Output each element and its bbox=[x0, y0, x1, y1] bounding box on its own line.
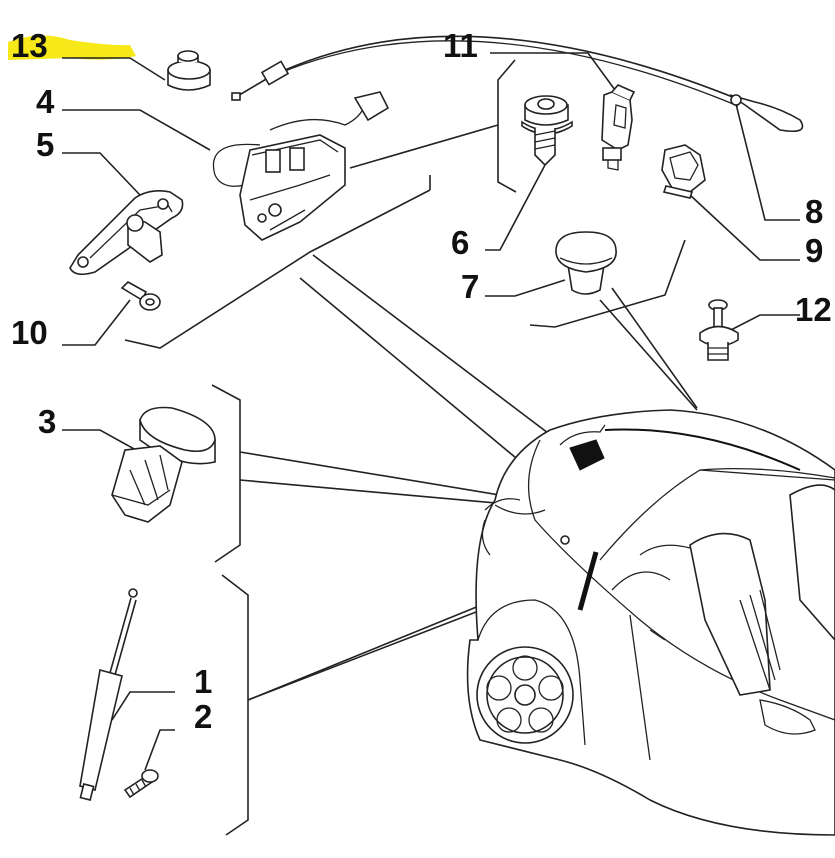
part-9-clip bbox=[661, 144, 706, 199]
label-5: 5 bbox=[36, 126, 55, 163]
label-6: 6 bbox=[451, 224, 470, 261]
label-13: 13 bbox=[11, 27, 48, 64]
leader-lines bbox=[62, 52, 800, 836]
part-2-bolt bbox=[123, 769, 159, 799]
part-11-clip bbox=[601, 84, 636, 171]
label-1: 1 bbox=[194, 663, 213, 700]
part-7-plug bbox=[555, 231, 617, 295]
part-10-screw bbox=[120, 281, 161, 311]
part-3-bumper bbox=[111, 406, 216, 523]
label-8: 8 bbox=[805, 193, 824, 230]
part-8-cable bbox=[231, 35, 804, 133]
label-7: 7 bbox=[461, 268, 480, 305]
part-4-lock bbox=[212, 91, 390, 241]
label-2: 2 bbox=[194, 698, 213, 735]
part-13-buffer bbox=[167, 50, 211, 91]
label-10: 10 bbox=[11, 314, 48, 351]
label-13-highlight bbox=[8, 35, 136, 60]
car-illustration bbox=[466, 409, 835, 836]
part-6-bolt bbox=[521, 95, 573, 167]
part-12-fastener bbox=[699, 299, 739, 361]
label-3: 3 bbox=[38, 403, 57, 440]
label-9: 9 bbox=[805, 232, 824, 269]
part-1-strut bbox=[79, 588, 138, 801]
label-12: 12 bbox=[795, 291, 832, 328]
label-4: 4 bbox=[36, 83, 55, 120]
part-5-striker bbox=[69, 190, 184, 276]
label-11: 11 bbox=[443, 27, 478, 64]
